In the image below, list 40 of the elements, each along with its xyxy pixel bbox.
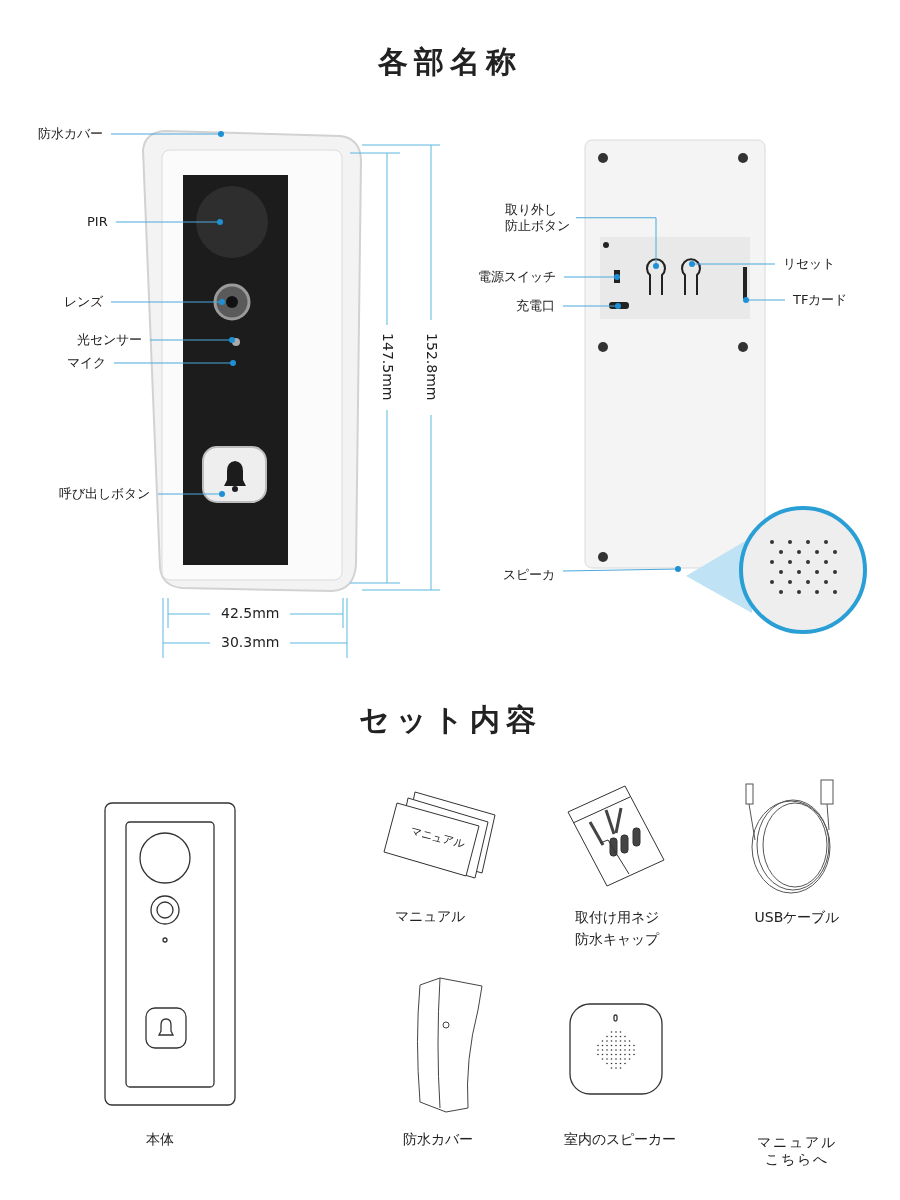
part-label: リセット xyxy=(783,256,835,273)
item-caption: 防水カバー xyxy=(403,1131,473,1149)
item-caption: 本体 xyxy=(146,1131,174,1149)
cover-text: マニュアル xyxy=(408,824,466,852)
dimension-label: 152.8mm xyxy=(422,333,440,401)
part-label: 取り外し 防止ボタン xyxy=(505,201,570,234)
leader-line xyxy=(743,297,786,303)
doorbell-back-drawing xyxy=(584,139,766,569)
leader-line xyxy=(562,566,681,572)
part-label: 呼び出しボタン xyxy=(59,486,150,503)
part-label: TFカード xyxy=(793,292,848,309)
leader-line xyxy=(110,131,224,137)
section-title: 各部名称 xyxy=(378,43,522,81)
leader-line xyxy=(563,274,620,280)
leader-line xyxy=(110,299,225,305)
item-caption: USBケーブル xyxy=(754,909,840,927)
leader-line xyxy=(115,219,223,225)
part-label: スピーカ xyxy=(503,567,555,584)
leader-line xyxy=(689,261,776,267)
dimension-label: 30.3mm xyxy=(221,634,280,652)
part-label: 防水カバー xyxy=(38,126,103,143)
leader-line xyxy=(113,360,236,366)
leader-line xyxy=(562,303,621,309)
item-caption: マニュアルこちらへ xyxy=(756,1133,838,1169)
dimension-label: 42.5mm xyxy=(221,605,280,623)
section-title: セット内容 xyxy=(358,701,542,739)
item-caption: マニュアル xyxy=(395,908,465,926)
part-label: レンズ xyxy=(64,294,103,311)
leader-line xyxy=(575,217,659,269)
item-caption: 室内のスピーカー xyxy=(564,1131,676,1149)
part-label: 電源スイッチ xyxy=(478,269,556,286)
leader-line xyxy=(149,337,235,343)
item-caption: 取付け用ネジ xyxy=(575,909,659,927)
part-label: 充電口 xyxy=(516,298,555,315)
part-label: 光センサー xyxy=(77,332,142,349)
dimension-label: 147.5mm xyxy=(378,333,396,401)
part-label: マイク xyxy=(67,355,106,372)
leader-line xyxy=(157,491,225,497)
item-caption: 防水キャップ xyxy=(575,931,659,949)
part-label: PIR xyxy=(87,214,108,231)
